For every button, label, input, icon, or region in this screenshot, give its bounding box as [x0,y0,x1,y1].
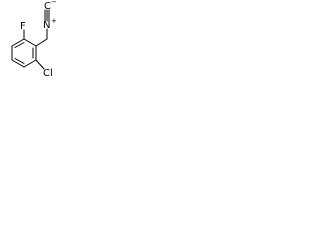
ring-bond-2 [23,38,37,47]
ring-bond-1 [11,38,25,47]
methylene-bond [35,38,48,47]
chlorine-label: Cl [43,68,53,79]
ring-double-bond-1 [14,42,25,48]
molecule-structure: F Cl N + C − [0,0,68,93]
terminal-carbon-label: C [44,1,51,12]
chlorine-bond [35,59,45,70]
nitrogen-charge-label: + [51,17,57,25]
ring-double-bond-3 [14,58,25,64]
structure-drawing: F Cl N + C − [11,0,57,79]
fluorine-label: F [20,21,26,32]
ring-bond-5 [11,59,25,68]
nitrogen-label: N [43,20,50,31]
ring-bond-4 [23,59,37,68]
carbon-charge-label: − [51,0,57,6]
